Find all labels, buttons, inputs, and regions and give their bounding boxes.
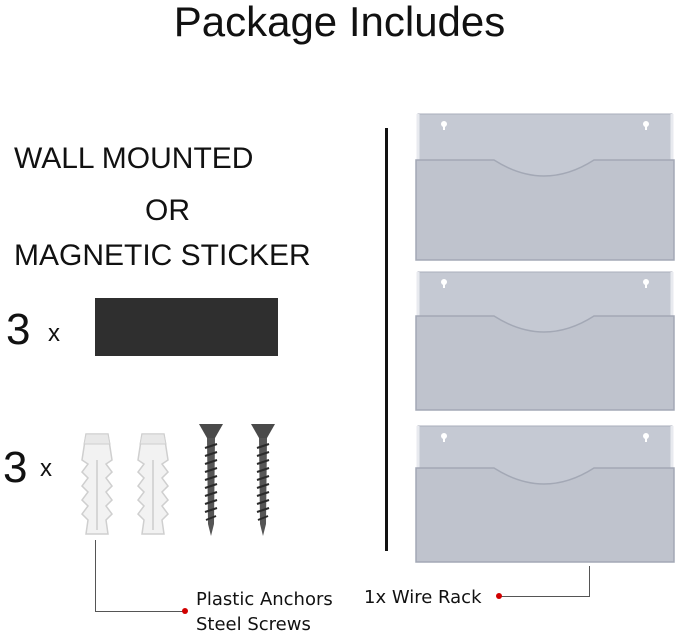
anchors-caption: Plastic Anchors [196,589,333,610]
wire-file-rack-icon [415,425,675,563]
screws-caption: Steel Screws [196,614,311,635]
mount-option-or: OR [145,194,190,227]
divider-line [385,128,388,551]
plastic-anchor-icon [81,433,113,535]
sticker-multiplier: x [48,320,60,347]
sticker-count: 3 [6,305,31,354]
plastic-anchor-icon [137,433,169,535]
hardware-multiplier: x [40,455,52,482]
anchor-callout-line-vertical [95,540,96,612]
anchor-callout-line-horizontal [95,611,185,612]
rack-callout-line-horizontal [500,596,590,597]
anchor-callout-dot [182,608,188,614]
wire-file-rack-icon [415,271,675,411]
mount-option-wall: WALL MOUNTED [14,142,254,175]
rack-callout-line-vertical [589,566,590,597]
page-title: Package Includes [173,0,506,45]
wire-file-rack-icon [415,113,675,261]
steel-screw-icon [199,424,223,536]
hardware-count: 3 [3,443,28,492]
steel-screw-icon [251,424,275,536]
magnetic-sticker-image [95,298,278,356]
mount-option-magnetic: MAGNETIC STICKER [14,239,311,272]
rack-callout-dot [496,593,502,599]
rack-caption: 1x Wire Rack [364,587,482,608]
